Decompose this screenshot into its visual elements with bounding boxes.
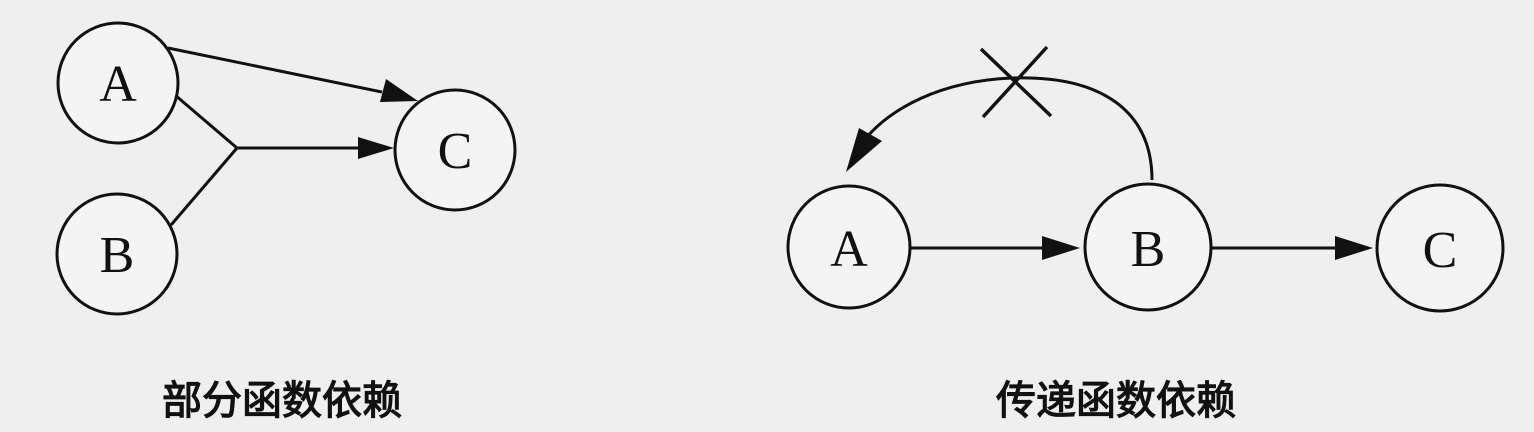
node-b-label: B: [100, 227, 135, 284]
edge-a-to-junction: [174, 93, 238, 150]
node-a-circle: [786, 184, 912, 310]
arrowhead-b-to-a: [846, 128, 882, 172]
node-a-circle: [56, 21, 180, 145]
node-a-label: A: [99, 56, 137, 113]
node-c-label: C: [1423, 222, 1458, 279]
edge-b-to-junction: [169, 147, 239, 226]
caption-partial-dependency: 部分函数依赖: [162, 378, 402, 424]
node-b: B: [1083, 182, 1213, 312]
node-c: C: [393, 88, 517, 212]
node-a: A: [786, 184, 912, 310]
arrowhead-junction-to-c: [358, 137, 394, 159]
node-c-circle: [393, 88, 517, 212]
node-a-label: A: [830, 221, 868, 278]
edge-b-to-a-curve: [864, 76, 1154, 181]
node-c: C: [1375, 183, 1505, 313]
node-b-label: B: [1131, 221, 1166, 278]
diagram-partial-dependency: A B C: [55, 21, 517, 316]
node-b-circle: [1083, 182, 1213, 312]
caption-transitive-dependency: 传递函数依赖: [996, 378, 1236, 424]
node-a: A: [56, 21, 180, 145]
node-c-label: C: [438, 123, 473, 180]
node-b: B: [55, 192, 179, 316]
edge-a-to-c: [167, 46, 383, 94]
diagram-transitive-dependency: A B C: [786, 45, 1505, 313]
arrowhead-b-to-c: [1335, 236, 1373, 260]
arrowhead-a-to-b: [1042, 236, 1080, 260]
cross-mark-icon: [979, 45, 1053, 119]
node-c-circle: [1375, 183, 1505, 313]
node-b-circle: [55, 192, 179, 316]
cross-stroke-2: [981, 45, 1049, 119]
arrowhead-a-to-c: [380, 79, 418, 102]
